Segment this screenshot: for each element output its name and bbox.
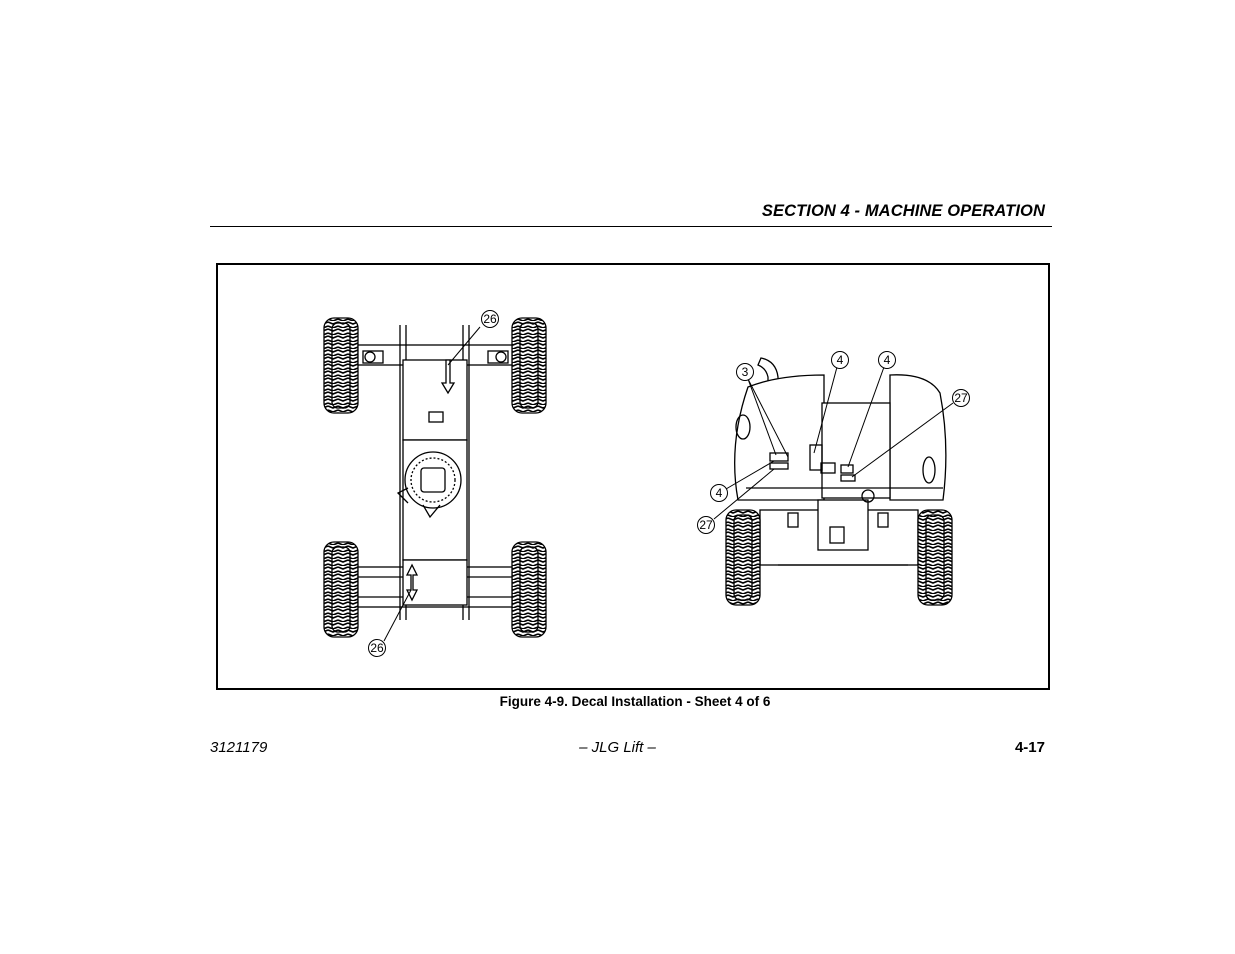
svg-text:26: 26: [370, 641, 384, 655]
callout-3: 3: [736, 363, 789, 458]
callout-27-right: 27: [851, 389, 970, 478]
page-number: 4-17: [1014, 739, 1045, 756]
svg-text:3: 3: [742, 365, 749, 379]
tire-rear-view-right: [917, 509, 953, 606]
machine-rear-view: [725, 357, 953, 606]
section-title: SECTION 4 - MACHINE OPERATION: [761, 202, 1045, 220]
doc-number: 3121179: [210, 739, 268, 756]
figure-frame: 26 26: [216, 263, 1050, 690]
decal-installation-drawing: 26 26: [323, 310, 970, 657]
callout-26-bottom: 26: [368, 589, 412, 657]
svg-text:26: 26: [483, 312, 497, 326]
tire-front-right: [511, 317, 547, 414]
header-rule: [210, 226, 1052, 227]
footer-title: – JLG Lift –: [579, 739, 656, 756]
callout-27-left: 27: [697, 468, 775, 534]
svg-text:4: 4: [837, 353, 844, 367]
callout-4-upper-left: 4: [813, 351, 849, 454]
callout-4-upper-right: 4: [847, 351, 896, 468]
tire-front-left: [323, 317, 359, 414]
callout-26-top: 26: [447, 310, 499, 366]
tire-rear-left: [323, 541, 359, 638]
chassis-top-view: [323, 317, 547, 638]
svg-text:27: 27: [954, 391, 968, 405]
svg-text:27: 27: [699, 518, 713, 532]
tire-rear-right: [511, 541, 547, 638]
svg-text:4: 4: [884, 353, 891, 367]
callout-4-lower-left: 4: [710, 460, 775, 502]
figure-caption: Figure 4-9. Decal Installation - Sheet 4…: [499, 694, 771, 709]
svg-text:4: 4: [716, 486, 723, 500]
tire-rear-view-left: [725, 509, 761, 606]
